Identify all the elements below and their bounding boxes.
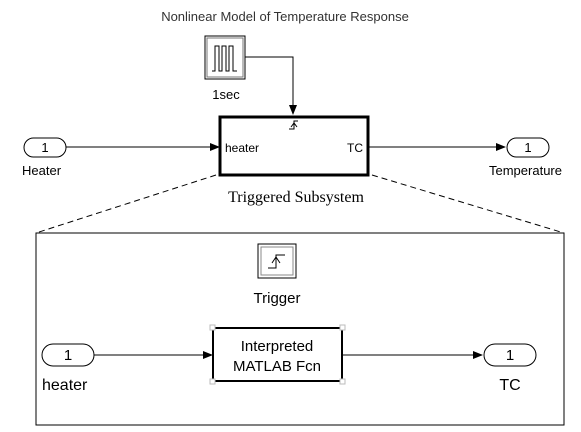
subsystem-out-port-label: TC <box>347 141 363 155</box>
zoom-line-left <box>35 174 217 234</box>
top-inport-label: Heater <box>22 163 62 178</box>
diagram-title: Nonlinear Model of Temperature Response <box>161 9 409 24</box>
inner-outport-number: 1 <box>506 347 514 364</box>
pulse-generator-icon <box>212 45 237 72</box>
trigger-block[interactable] <box>257 243 297 279</box>
subsystem-trigger-icon <box>289 120 298 130</box>
pulse-generator-label: 1sec <box>212 87 240 102</box>
inner-inport-label: heater <box>42 377 88 394</box>
pulse-signal-line <box>245 56 297 115</box>
zoom-line-right <box>371 174 565 234</box>
top-outport-label: Temperature <box>489 163 562 178</box>
interpreted-matlab-fcn-block[interactable]: Interpreted MATLAB Fcn <box>209 324 346 385</box>
rising-edge-trigger-icon <box>268 254 285 269</box>
trigger-block-label: Trigger <box>254 290 301 307</box>
inner-inport-number: 1 <box>64 347 72 364</box>
inner-outport[interactable]: 1 <box>483 343 537 367</box>
top-inport-number: 1 <box>41 140 48 155</box>
fcn-block-line1: Interpreted <box>241 338 314 355</box>
pulse-generator-block[interactable] <box>204 35 246 80</box>
inner-inport[interactable]: 1 <box>41 343 95 367</box>
top-outport-number: 1 <box>524 140 531 155</box>
subsystem-contents-frame <box>35 232 565 426</box>
top-inport[interactable]: 1 <box>23 137 67 158</box>
top-outport[interactable]: 1 <box>506 137 550 158</box>
subsystem-in-port-label: heater <box>225 141 259 155</box>
triggered-subsystem-block[interactable]: heater TC <box>218 115 370 177</box>
subsystem-caption: Triggered Subsystem <box>228 189 364 206</box>
inner-outport-label: TC <box>499 377 520 394</box>
fcn-block-line2: MATLAB Fcn <box>233 358 321 375</box>
